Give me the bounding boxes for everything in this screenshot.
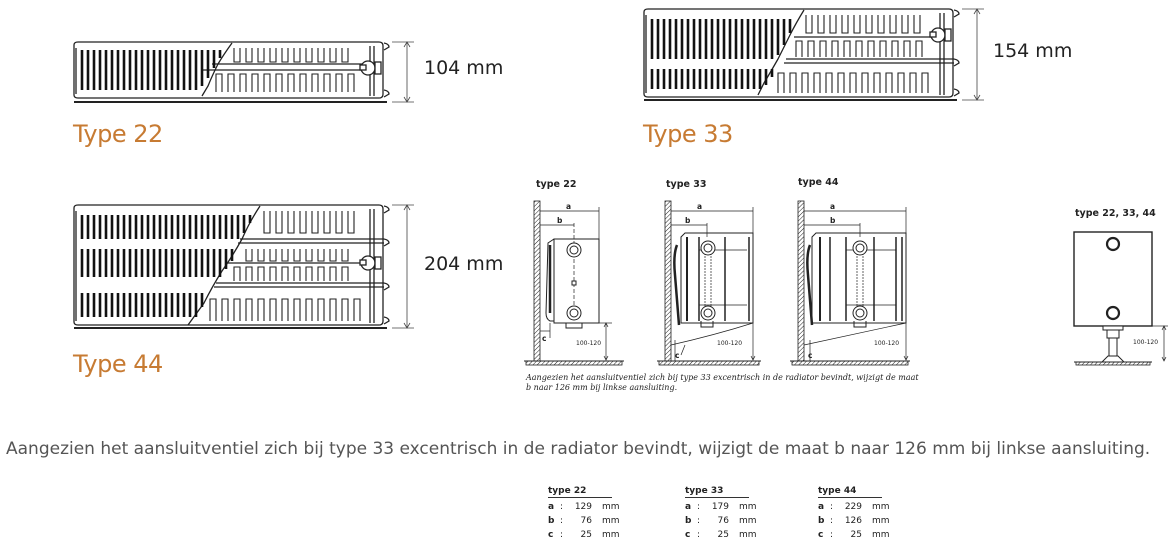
svg-text:c: c — [675, 351, 679, 360]
type-title-33: Type 33 — [643, 120, 733, 148]
radiator-type-33-drawing — [643, 8, 984, 101]
svg-text:a: a — [830, 202, 835, 211]
svg-text:100-120: 100-120 — [874, 340, 899, 347]
radiator-type-44-drawing — [73, 204, 414, 329]
svg-text:a: a — [566, 202, 571, 211]
svg-text:b: b — [830, 216, 836, 225]
side-view-drawing-44: a b c 100-120 — [790, 200, 910, 366]
svg-text:c: c — [542, 334, 546, 343]
spec-table-title: type 33 — [685, 486, 749, 498]
svg-text:a: a — [697, 202, 702, 211]
height-label-type-44: 204 mm — [424, 253, 504, 275]
side-view-title-44: type 44 — [798, 177, 839, 188]
svg-text:b: b — [685, 216, 691, 225]
svg-text:100-120: 100-120 — [717, 340, 742, 347]
svg-text:100-120: 100-120 — [576, 340, 601, 347]
svg-text:100-120: 100-120 — [1133, 339, 1158, 346]
spec-table-title: type 44 — [818, 486, 882, 498]
height-label-type-33: 154 mm — [993, 40, 1073, 62]
side-view-title-33: type 33 — [666, 179, 707, 190]
type-title-22: Type 22 — [73, 120, 163, 148]
connection-note: Aangezien het aansluitventiel zich bij t… — [6, 439, 1151, 459]
spec-table-title: type 22 — [548, 486, 612, 498]
type-title-44: Type 44 — [73, 350, 163, 378]
svg-text:c: c — [808, 351, 812, 360]
front-view-title: type 22, 33, 44 — [1075, 208, 1156, 219]
side-view-title-22: type 22 — [536, 179, 577, 190]
svg-text:b: b — [557, 216, 563, 225]
front-view-drawing: 100-120 — [1073, 231, 1168, 366]
side-view-drawing-22: a b c 100-120 — [524, 200, 624, 366]
side-view-drawing-33: a b c 100-120 — [657, 200, 761, 366]
radiator-type-22-drawing — [73, 41, 414, 103]
height-label-type-22: 104 mm — [424, 57, 504, 79]
diagram-caption: Aangezien het aansluitventiel zich bij t… — [526, 373, 919, 392]
